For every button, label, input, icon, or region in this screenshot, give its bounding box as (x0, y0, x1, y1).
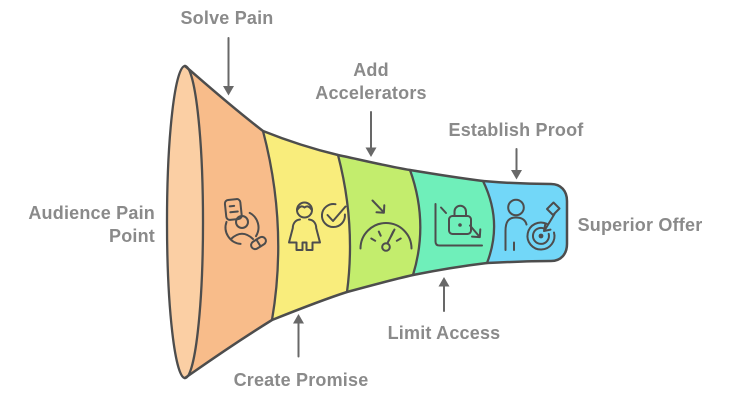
profile-arc-right (248, 211, 260, 238)
lock-shackle (453, 204, 467, 217)
target-person-body (504, 216, 528, 251)
document-lines (228, 204, 239, 214)
establish-proof-arrow-head (511, 170, 522, 180)
target-bullseye (538, 233, 544, 239)
person-check-icon (288, 201, 347, 251)
dart-tip (543, 223, 552, 232)
boundary-solve-create (261, 129, 280, 322)
person-target-icon (504, 198, 561, 251)
label-establish-proof: Establish Proof (448, 120, 584, 140)
axis-corner (434, 203, 483, 247)
pill-divider (255, 238, 262, 248)
label-add-line1: Add (353, 60, 389, 80)
target-person-head (507, 198, 525, 217)
gauge-arrow-shaft (371, 199, 384, 213)
gauge-dial (359, 222, 413, 250)
solve-pain-arrow-head (223, 86, 234, 96)
check-circle (320, 203, 346, 229)
limit-arrow-shaft (469, 224, 480, 237)
label-add-line2: Accelerators (315, 83, 427, 103)
gauge-reduce-icon (359, 199, 413, 252)
label-solve-pain: Solve Pain (180, 8, 274, 28)
label-limit-access: Limit Access (387, 323, 501, 343)
lock-body (448, 215, 472, 235)
label-audience-pain-point: Audience Pain Point (0, 202, 155, 248)
label-audience-line1: Audience Pain (28, 203, 155, 223)
limit-access-arrow-head (438, 277, 450, 287)
limit-access-arrow (438, 277, 450, 312)
funnel-outline (183, 64, 569, 380)
gauge-arrow-head (375, 204, 386, 214)
lock-limit-icon (434, 203, 483, 247)
target-inner-ring (531, 226, 550, 245)
lock-keyhole (458, 223, 462, 227)
target-outer-ring (526, 221, 556, 251)
user-profile-pill-icon (223, 198, 267, 251)
profile-arc-left (224, 220, 242, 245)
axis-tick (440, 206, 447, 214)
add-accelerators-arrow-head (365, 147, 377, 157)
dart-fletching (546, 201, 561, 216)
person-hair (296, 205, 313, 211)
create-promise-arrow-head (293, 314, 304, 324)
person-dress (288, 218, 321, 251)
add-accelerators-arrow (365, 111, 377, 157)
gauge-ticks (370, 230, 402, 242)
dart-shaft (543, 213, 556, 232)
check-mark (326, 205, 347, 222)
gauge-needle (386, 228, 396, 244)
boundary-create-add (336, 153, 352, 294)
document-icon (223, 198, 243, 221)
boundary-add-limit (408, 168, 422, 277)
label-add-accelerators: Add Accelerators (291, 59, 451, 105)
create-promise-arrow (293, 314, 304, 358)
solve-pain-arrow (223, 37, 234, 96)
funnel-mouth-rim (165, 64, 205, 380)
gauge-hub (381, 242, 391, 252)
establish-proof-arrow (511, 148, 522, 180)
boundary-limit-establish (481, 179, 496, 265)
label-superior-offer: Superior Offer (577, 215, 703, 235)
label-audience-line2: Point (109, 226, 155, 246)
profile-shoulders (230, 232, 254, 240)
limit-arrow-head (471, 228, 482, 239)
label-create-promise: Create Promise (233, 370, 369, 390)
